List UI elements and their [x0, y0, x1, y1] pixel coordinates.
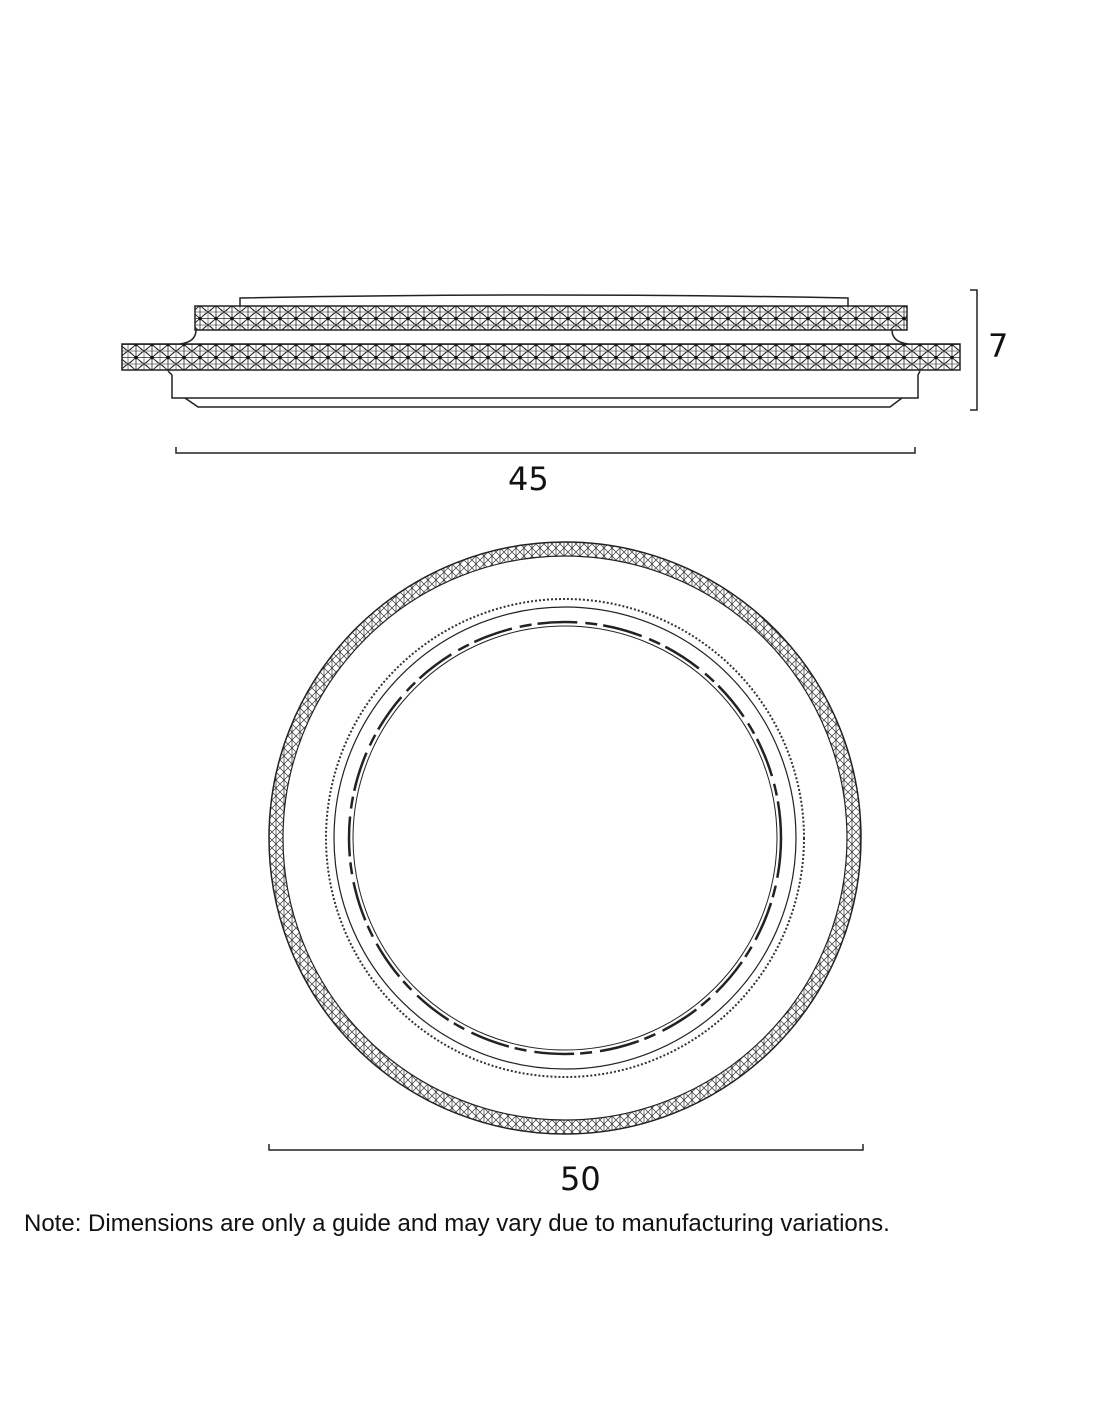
upper-crystal-band	[194, 305, 908, 331]
diameter-dimension-label: 50	[560, 1160, 601, 1198]
height-dimension-line	[970, 289, 978, 411]
lower-crystal-band	[121, 343, 961, 371]
diameter-dimension-line	[268, 1144, 864, 1151]
base-diffuser	[184, 397, 903, 408]
width-dimension-label: 45	[508, 460, 549, 498]
height-dimension-label: 7	[988, 327, 1009, 365]
band-connector-right	[891, 329, 909, 345]
lid-top-line	[239, 294, 849, 306]
inner-textured-ring	[325, 598, 805, 1078]
base-body	[167, 370, 921, 399]
top-view	[268, 541, 862, 1135]
disclaimer-note: Note: Dimensions are only a guide and ma…	[24, 1210, 890, 1237]
width-dimension-line	[175, 447, 916, 454]
outer-crystal-ring	[269, 542, 861, 1134]
band-connector-left	[179, 329, 197, 345]
diffuser-ring	[347, 620, 783, 1056]
side-view	[121, 294, 961, 408]
